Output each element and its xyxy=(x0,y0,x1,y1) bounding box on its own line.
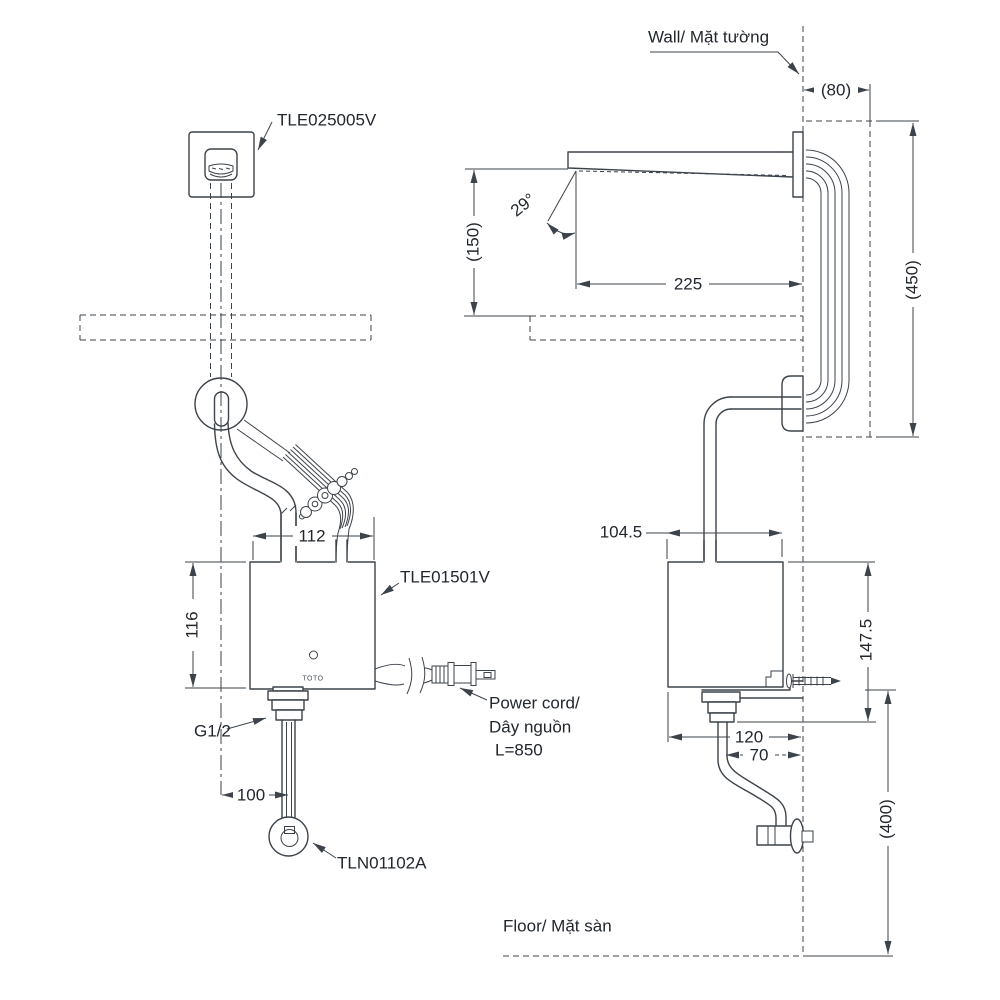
svg-text:120: 120 xyxy=(735,728,763,747)
dim-outlet-offset: 120 xyxy=(667,692,801,747)
in-wall-pipes xyxy=(805,149,850,424)
svg-text:70: 70 xyxy=(750,746,769,765)
controller-box-side xyxy=(667,561,784,688)
dim-spout-to-counter: (150) xyxy=(462,168,568,317)
controller-led xyxy=(309,650,318,660)
controller-model-label: TLE01501V xyxy=(400,568,490,587)
spout-model-label: TLE025005V xyxy=(277,111,377,130)
dim-controller-width: 112 xyxy=(252,517,375,560)
dim-controller-height-side: 147.5 xyxy=(737,561,879,723)
outlet-fitting-front xyxy=(267,686,309,721)
dim-center-to-valve: 100 xyxy=(222,786,288,805)
power-cord-label-3: L=850 xyxy=(495,741,543,760)
floor-label: Floor/ Mặt sàn xyxy=(503,917,612,936)
supply-pipe-side xyxy=(703,396,802,563)
front-view: TOTO xyxy=(188,131,496,857)
sensor-plate xyxy=(188,131,255,198)
dim-spout-angle: 29° xyxy=(507,170,577,289)
dim-controller-depth: 104.5 xyxy=(600,523,783,559)
spout-side xyxy=(567,151,794,178)
valve-model-label: TLN01102A xyxy=(337,854,427,873)
svg-text:147.5: 147.5 xyxy=(857,619,876,662)
callout-valve-model: TLN01102A xyxy=(312,842,427,873)
wall-callout: Wall/ Mặt tường xyxy=(648,28,800,75)
cord-break-marks xyxy=(406,656,426,695)
spout-edge-slot xyxy=(213,391,230,427)
spout-base-circle xyxy=(194,377,248,431)
power-cord xyxy=(374,656,433,695)
power-cord-label-1: Power cord/ xyxy=(489,694,580,713)
annotations: Wall/ Mặt tường Floor/ Mặt sàn (80) (450… xyxy=(181,28,924,954)
counter-front xyxy=(79,314,372,341)
power-cord-label-2: Dây nguồn xyxy=(489,718,571,737)
callout-controller-model: TLE01501V xyxy=(380,568,490,596)
svg-text:112: 112 xyxy=(298,527,325,546)
valve-pipe-side xyxy=(717,721,787,827)
dim-wall-offset: (80) xyxy=(804,80,869,100)
dim-spout-reach: 225 xyxy=(577,274,802,294)
supply-pipe-front xyxy=(213,422,297,563)
outlet-fitting-side xyxy=(701,691,741,723)
side-view xyxy=(567,131,850,854)
svg-text:(80): (80) xyxy=(821,81,851,100)
svg-text:(450): (450) xyxy=(903,260,922,300)
counter-side xyxy=(529,315,803,341)
box-side-clip xyxy=(765,670,783,687)
callout-spout-model: TLE025005V xyxy=(257,111,377,151)
mounting-screw xyxy=(786,673,841,689)
svg-text:29°: 29° xyxy=(507,190,539,221)
reference-lines xyxy=(79,26,919,957)
spout-front-face xyxy=(204,148,238,181)
wall-label: Wall/ Mặt tường xyxy=(648,28,769,47)
callout-power-cord: Power cord/ Dây nguồn L=850 xyxy=(459,687,580,760)
svg-text:116: 116 xyxy=(183,611,202,638)
thread-size-label: G1/2 xyxy=(194,722,231,741)
dim-controller-height: 116 xyxy=(181,561,246,689)
controller-logo: TOTO xyxy=(302,676,323,683)
svg-text:100: 100 xyxy=(237,786,265,805)
stop-valve-side xyxy=(756,818,814,854)
wall-grommet xyxy=(781,375,804,432)
valve-pipe-front xyxy=(281,719,296,818)
wall-offset-box xyxy=(806,84,919,438)
controller-box-front xyxy=(249,561,376,690)
svg-text:(400): (400) xyxy=(877,799,896,839)
power-plug xyxy=(431,662,496,686)
stop-valve-front xyxy=(268,816,309,857)
spout-escutcheon xyxy=(792,131,804,198)
svg-text:225: 225 xyxy=(674,275,702,294)
dim-valve-height: (400) xyxy=(865,689,898,954)
dim-riser-height: (450) xyxy=(901,123,924,436)
callout-thread-size: G1/2 xyxy=(194,717,267,741)
svg-text:104.5: 104.5 xyxy=(600,523,643,542)
hose-connector-clip xyxy=(299,468,358,520)
dim-valve-offset: 70 xyxy=(726,746,801,765)
svg-text:(150): (150) xyxy=(464,222,483,262)
